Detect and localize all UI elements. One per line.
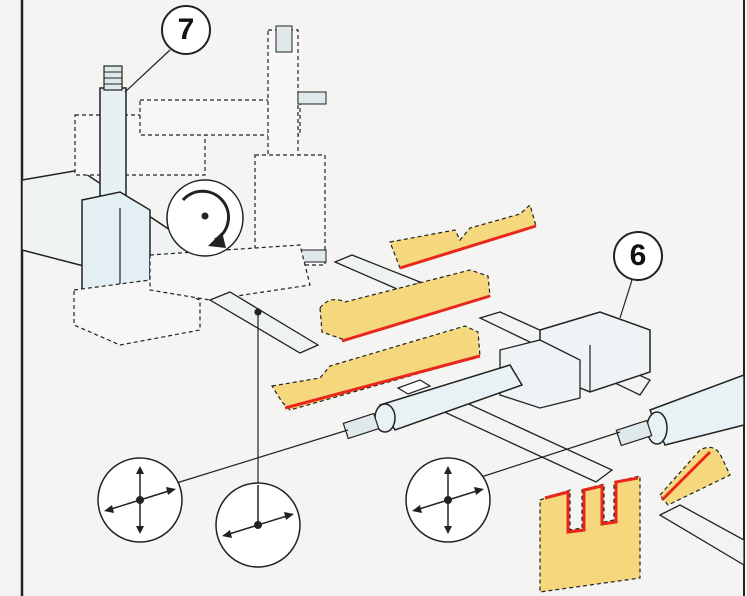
spindle-6-assembly: [499, 311, 651, 409]
side-thread: [297, 91, 327, 105]
workpieces: [271, 203, 731, 593]
block-6-lower: [499, 339, 581, 409]
callout-number-7: 7: [177, 13, 195, 46]
rail-left: [208, 291, 320, 354]
cut-edge-third: [284, 354, 481, 410]
column-thread: [275, 25, 293, 53]
latch-piece: [396, 379, 432, 395]
four-way-adjust-icon-right: [405, 457, 491, 543]
rail-bottom-right: [658, 504, 745, 567]
callout-7-circle: [161, 5, 211, 55]
four-way-adjust-icon: [97, 457, 183, 543]
rail-upper: [333, 254, 422, 293]
cut-edge-second: [341, 294, 491, 343]
cut-edge-top: [399, 224, 537, 270]
profile-wedge: [659, 446, 731, 506]
lower-side-thread: [299, 249, 327, 263]
callout-number-6: 6: [629, 239, 647, 272]
dashed-cross-arm: [149, 244, 311, 301]
cut-edge-grooved: [544, 476, 639, 534]
dashed-foot: [73, 279, 201, 346]
shaft-right-thread: [615, 419, 653, 447]
clockwise-rotation-icon: [166, 179, 244, 257]
profile-third: [271, 325, 481, 411]
rotate-adjust-icon: [215, 482, 301, 568]
callout-6-circle: [613, 231, 663, 281]
shafts: [342, 364, 745, 447]
leader-lines: [124, 49, 633, 486]
spindle-shaft: [99, 87, 127, 199]
cut-edge-wedge: [660, 450, 712, 502]
